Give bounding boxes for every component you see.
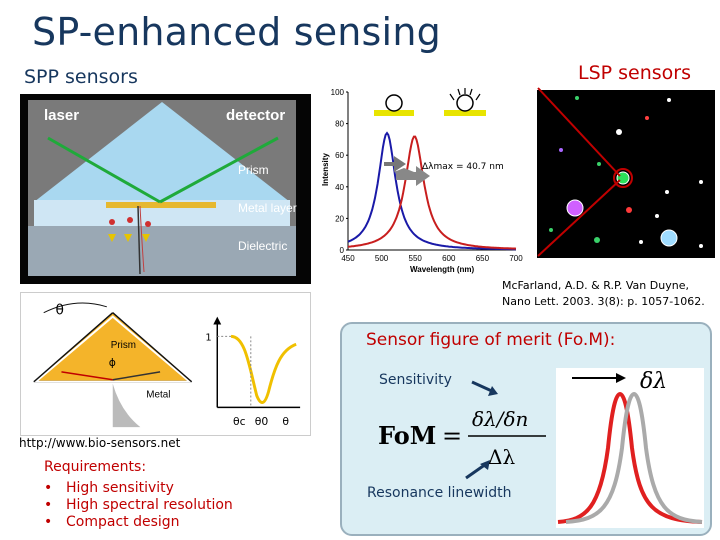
x-tick-label: 650 (476, 254, 490, 263)
theta-label: θ (56, 303, 64, 319)
y-tick-label: 20 (335, 214, 344, 223)
theta-0-label: θ0 (255, 415, 269, 428)
metal-layer-label: Metal layer (238, 201, 297, 215)
laser-label: laser (44, 107, 79, 124)
spp-sensors-label: SPP sensors (24, 66, 138, 88)
prism-label: Prism (238, 163, 269, 177)
fom-formula: FoM = δλ/δn Δλ (376, 396, 550, 476)
bullet: • (44, 480, 66, 496)
spectrum-series-line (348, 133, 516, 249)
theta-axis-label: θ (282, 415, 289, 428)
spp-prism-diagram: laser detector Prism Metal layer Dielect… (20, 94, 311, 284)
bullet: • (44, 514, 66, 530)
dielectric-label: Dielectric (238, 239, 287, 253)
x-tick-label: 550 (409, 254, 423, 263)
requirement-item: •Compact design (44, 514, 180, 530)
series-group (348, 133, 516, 249)
bullet: • (44, 497, 66, 513)
fom-denominator: Δλ (488, 445, 515, 469)
sensitivity-label: Sensitivity (379, 372, 452, 388)
spectrum-series-line (348, 137, 516, 249)
x-axis-label: Wavelength (nm) (410, 265, 474, 274)
y-tick-label: 100 (331, 88, 345, 97)
citation-line-1: McFarland, A.D. & R.P. Van Duyne, (502, 278, 714, 294)
resonance-linewidth-label: Resonance linewidth (367, 485, 512, 501)
citation-line-2: Nano Lett. 2003. 3(8): p. 1057-1062. (502, 294, 714, 310)
callout-lines (500, 84, 716, 264)
requirement-text: Compact design (66, 514, 180, 530)
requirement-item: •High spectral resolution (44, 497, 233, 513)
requirement-text: High sensitivity (66, 480, 174, 496)
fom-title: Sensor figure of merit (Fo.M): (366, 330, 615, 350)
citation: McFarland, A.D. & R.P. Van Duyne, Nano L… (502, 278, 714, 310)
fom-numerator: δλ/δn (472, 407, 528, 431)
y-tick-label: 60 (335, 151, 344, 160)
y-tick-label: 40 (335, 183, 344, 192)
shift-symbol: δλ (640, 369, 667, 394)
detector-label: detector (226, 107, 285, 124)
x-tick-label: 500 (375, 254, 389, 263)
resonance-peak-illustration: δλ (556, 368, 704, 528)
sensitivity-arrow-icon (470, 378, 500, 398)
fom-lhs: FoM (378, 421, 436, 450)
source-credit: http://www.bio-sensors.net (19, 436, 180, 450)
x-tick-label: 600 (442, 254, 456, 263)
lsp-sensors-label: LSP sensors (578, 62, 691, 84)
requirements-title: Requirements: (44, 459, 146, 475)
requirement-item: •High sensitivity (44, 480, 174, 496)
bound-nanoparticle-icon (457, 95, 473, 111)
delta-lambda-annotation: Δλmax = 40.7 nm (422, 162, 504, 172)
metal-label: Metal (146, 390, 170, 401)
requirement-text: High spectral resolution (66, 497, 233, 513)
theta-c-label: θc (233, 415, 246, 428)
angle-prism-label: Prism (111, 340, 136, 351)
x-tick-label: 450 (341, 254, 355, 263)
angle-reflectance-diagram: θ Prism ϕ Metal 1 θc θ0 θ (20, 292, 311, 436)
slide-title: SP-enhanced sensing (32, 10, 441, 54)
y-axis-label: Intensity (321, 153, 330, 186)
y-tick-label: 80 (335, 120, 344, 129)
y-axis-one: 1 (205, 332, 211, 343)
phi-label: ϕ (109, 356, 116, 369)
nanoparticle-icon (386, 95, 402, 111)
fom-equals: = (442, 422, 462, 450)
